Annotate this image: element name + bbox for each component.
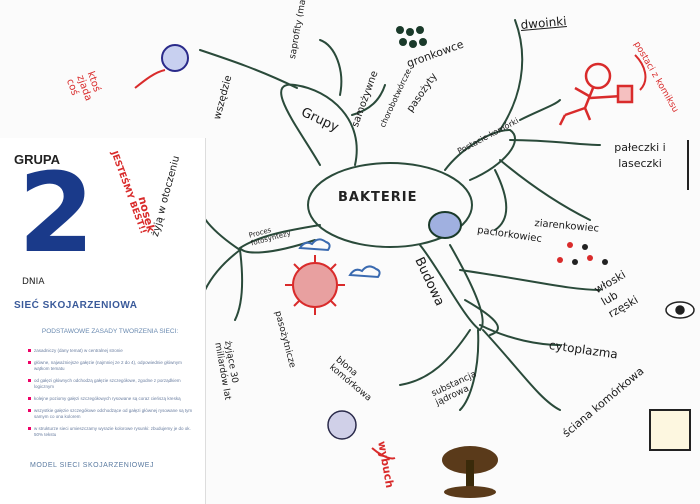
poster-group-label: GRUPA: [14, 152, 60, 167]
center-ellipse: [307, 162, 473, 248]
rules-title: PODSTAWOWE ZASADY TWORZENIA SIECI:: [41, 328, 179, 335]
grupy-branch: [280, 83, 358, 166]
sun-drawing: [285, 255, 345, 315]
rule-item: od gałęzi głównych odchodzą gałęzie szcz…: [28, 378, 193, 390]
proces-branch: [238, 224, 321, 254]
model-caption: MODEL SIECI SKOJARZENIOWEJ: [30, 462, 154, 469]
instruction-poster: GRUPA 2 DNIA SIEĆ SKOJARZENIOWA PODSTAWO…: [0, 138, 206, 504]
rule-item: w strukturze sieci umieszczamy wyrazie k…: [28, 426, 193, 438]
rule-item: główne, najważniejsze gałęzie (najmniej …: [28, 360, 193, 372]
explosion-drawing: [442, 446, 498, 498]
rule-item: kolejne poziomy gałęzi szczegółowych rys…: [28, 396, 193, 402]
rules-list: zasadniczy (dany temat) w centralnej str…: [28, 348, 193, 444]
rule-item: wszystkie gałęzie szczegółowe odchodzące…: [28, 408, 193, 420]
paleczki-label: pałeczki i laseczki: [614, 141, 666, 170]
date-label: DNIA: [22, 277, 45, 287]
group-number: 2: [18, 149, 95, 277]
postacie-branch: [444, 128, 516, 181]
rule-item: zasadniczy (dany temat) w centralnej str…: [28, 348, 193, 354]
budowa-branch: [419, 244, 484, 332]
poster-heading: SIEĆ SKOJARZENIOWA: [14, 300, 138, 311]
stick-figure: [558, 62, 634, 126]
center-topic: BAKTERIE: [338, 190, 418, 205]
